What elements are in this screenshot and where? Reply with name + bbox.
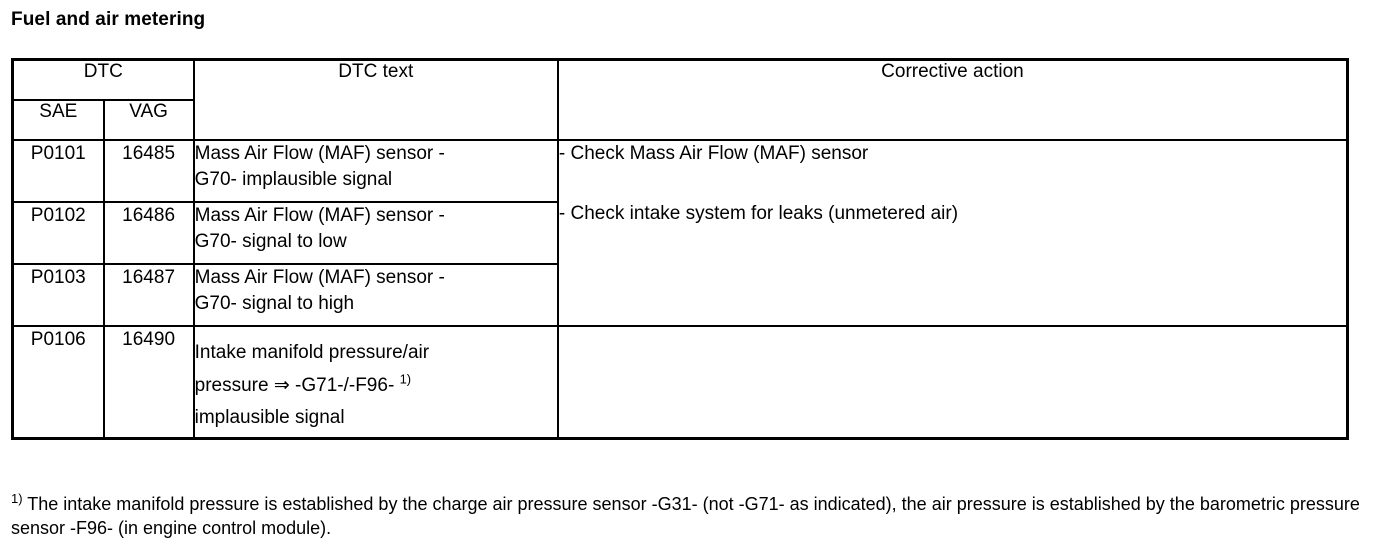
cell-vag: 16486 — [102, 201, 195, 265]
cell-vag: 16485 — [102, 139, 195, 203]
table-header-row-group: DTC DTC text Corrective action — [11, 58, 1349, 141]
dtc-text-line: Intake manifold pressure/air — [194, 342, 430, 363]
table-row: P0106 16490 Intake manifold pressure/air… — [11, 325, 1349, 440]
cell-sae: P0102 — [11, 201, 105, 265]
dtc-text-line-suffix: -G71-/-F96- — [289, 375, 395, 396]
dtc-table: DTC DTC text Corrective action SAE VAG P… — [11, 58, 1349, 440]
cell-sae: P0106 — [11, 325, 105, 440]
double-right-arrow-icon: ⇒ — [273, 374, 290, 396]
section-title: Fuel and air metering — [11, 9, 206, 30]
cell-dtc-text: Mass Air Flow (MAF) sensor - G70- signal… — [192, 263, 559, 327]
table-row: P0102 16486 Mass Air Flow (MAF) sensor -… — [11, 201, 1348, 265]
table-header-row-sub: SAE VAG — [11, 99, 1348, 141]
corrective-action-item: - Check Mass Air Flow (MAF) sensor — [558, 143, 869, 164]
footnote-marker: 1) — [11, 491, 23, 506]
header-dtc-text: DTC text — [192, 58, 559, 141]
dtc-text-line: Mass Air Flow (MAF) sensor - — [194, 205, 445, 226]
dtc-text-line: Mass Air Flow (MAF) sensor - — [194, 267, 445, 288]
cell-sae: P0101 — [11, 139, 105, 203]
cell-dtc-text: Mass Air Flow (MAF) sensor - G70- implau… — [192, 139, 559, 203]
footnote: 1) The intake manifold pressure is estab… — [11, 492, 1371, 540]
dtc-text-line: Mass Air Flow (MAF) sensor - — [194, 143, 445, 164]
header-dtc-group: DTC — [11, 58, 195, 101]
cell-dtc-text: Intake manifold pressure/air pressure ⇒ … — [192, 325, 559, 440]
dtc-text-line: G70- implausible signal — [194, 169, 393, 190]
header-corrective-action: Corrective action — [556, 58, 1349, 141]
cell-dtc-text: Mass Air Flow (MAF) sensor - G70- signal… — [192, 201, 559, 265]
cell-vag: 16490 — [102, 325, 195, 440]
cell-vag: 16487 — [102, 263, 195, 327]
header-sae: SAE — [11, 99, 105, 141]
footnote-text: The intake manifold pressure is establis… — [11, 494, 1360, 538]
table-row: P0103 16487 Mass Air Flow (MAF) sensor -… — [11, 263, 1348, 327]
corrective-action-item: - Check intake system for leaks (unmeter… — [558, 203, 959, 224]
header-vag: VAG — [102, 99, 195, 141]
footnote-marker: 1) — [399, 371, 412, 387]
cell-corrective-action-merged: - Check Mass Air Flow (MAF) sensor - Che… — [556, 139, 1349, 327]
dtc-text-line-prefix: pressure — [194, 375, 274, 396]
table-row: P0101 16485 Mass Air Flow (MAF) sensor -… — [11, 139, 1349, 327]
dtc-text-line: implausible signal — [194, 407, 345, 428]
cell-sae: P0103 — [11, 263, 105, 327]
cell-corrective-action-empty — [556, 325, 1349, 440]
dtc-text-line: G70- signal to low — [194, 231, 347, 252]
dtc-text-line: G70- signal to high — [194, 293, 355, 314]
